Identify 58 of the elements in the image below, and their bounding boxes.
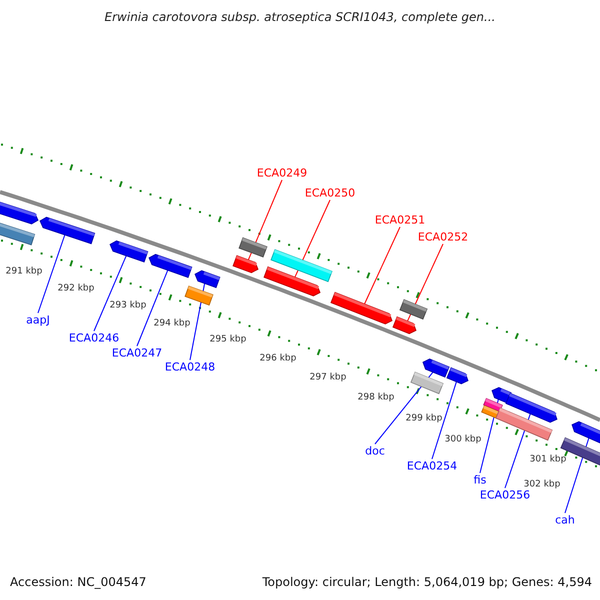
gene-block — [399, 299, 428, 320]
gene-label: ECA0254 — [406, 460, 458, 472]
position-label: 302 kbp — [524, 480, 560, 490]
position-label: 295 kbp — [210, 336, 246, 344]
leader-line — [364, 226, 400, 304]
gene-label: ECA0249 — [256, 168, 308, 178]
leader-line — [136, 270, 168, 346]
gene-block — [392, 316, 416, 334]
map-title: Erwinia carotovora subsp. atroseptica SCRI1043, complete gen... — [104, 11, 496, 23]
leader-line — [432, 381, 457, 460]
position-label: 298 kbp — [358, 394, 394, 402]
gene-label: ECA0252 — [418, 232, 468, 242]
position-label: 293 kbp — [110, 302, 146, 310]
leader-line — [374, 372, 434, 444]
gene-block — [495, 407, 553, 441]
gene-block — [184, 286, 214, 306]
gene-block — [270, 249, 332, 282]
gene-block — [0, 200, 39, 224]
gene-block — [410, 372, 444, 394]
leader-line — [407, 244, 444, 322]
gene-block — [446, 367, 469, 384]
leader-line — [564, 438, 590, 514]
leader-line — [38, 234, 66, 314]
footer-note: Topology: circular; Length: 5,064,019 bp; Genes: 4,594 — [262, 575, 592, 589]
gene-block — [110, 240, 148, 263]
position-label: 292 kbp — [58, 284, 94, 294]
gene-label: doc — [365, 446, 385, 456]
leader-line — [480, 398, 499, 474]
gene-block — [422, 358, 450, 378]
gene-label: ECA0246 — [68, 332, 120, 344]
leader-line — [248, 180, 282, 260]
gene-label: ECA0256 — [480, 490, 530, 500]
leader-line — [94, 255, 127, 332]
position-label: 291 kbp — [6, 268, 42, 276]
gene-label: cah — [555, 514, 575, 526]
leader-line — [190, 283, 206, 360]
position-label: 301 kbp — [530, 456, 566, 464]
gene-label: ECA0250 — [304, 188, 356, 198]
gene-label: ECA0248 — [164, 362, 216, 372]
gene-block — [40, 216, 96, 244]
gene-block — [330, 292, 393, 324]
position-label: 296 kbp — [260, 354, 296, 364]
leader-line — [294, 200, 330, 278]
position-label: 299 kbp — [406, 414, 442, 424]
gene-label: fis — [474, 474, 486, 486]
gene-block — [238, 237, 268, 258]
leader-line — [504, 413, 531, 488]
gene-block — [148, 254, 192, 278]
gene-block — [232, 255, 259, 274]
gene-label: ECA0247 — [112, 348, 162, 358]
gene-label: ECA0251 — [374, 214, 426, 226]
footer-note: Accession: NC_004547 — [10, 575, 146, 589]
position-label: 300 kbp — [444, 436, 482, 444]
gene-block — [194, 270, 220, 288]
position-label: 294 kbp — [154, 320, 190, 328]
gene-block — [0, 220, 36, 246]
gene-label: aapJ — [26, 314, 50, 326]
position-label: 297 kbp — [310, 374, 346, 382]
